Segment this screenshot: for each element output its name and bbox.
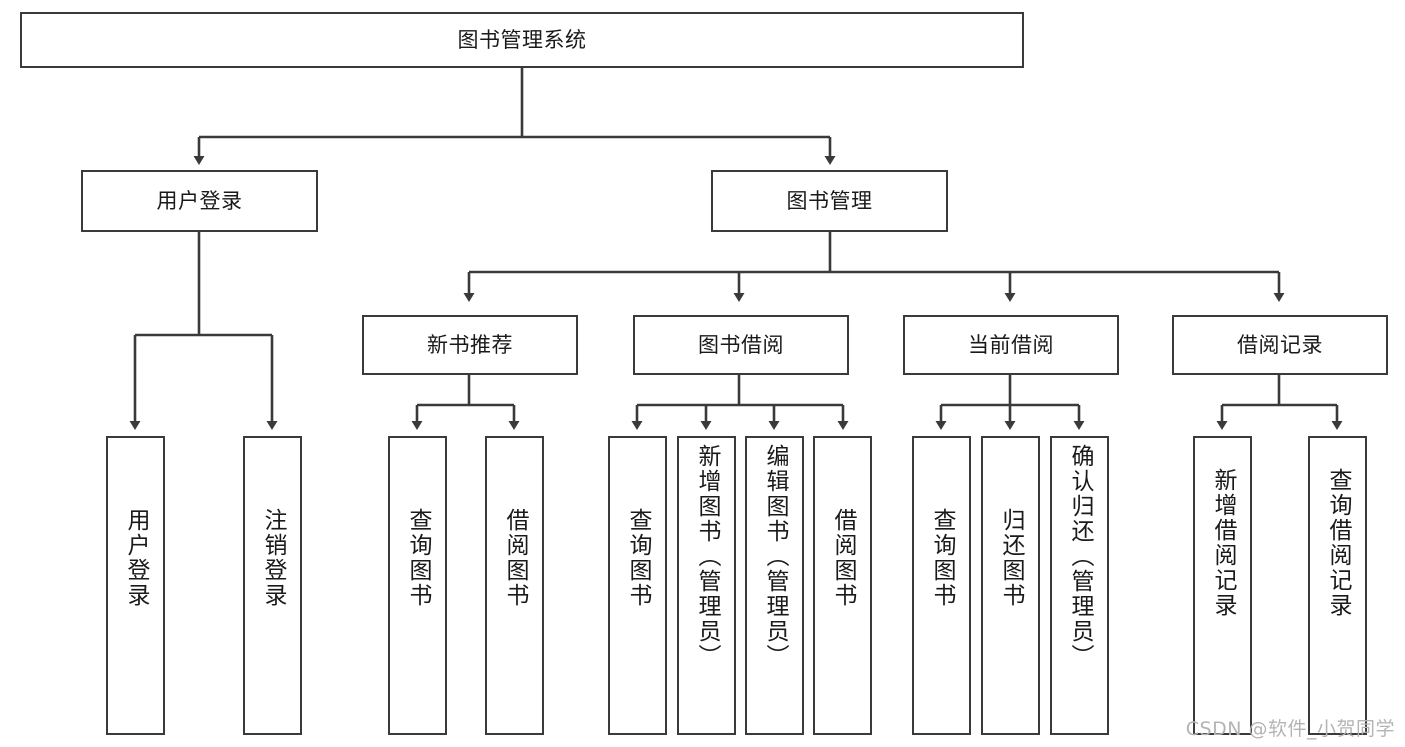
node-current-borrow-label: 当前借阅 — [968, 332, 1054, 357]
node-leaf-query-book-1-label: 查询图书 — [405, 508, 431, 608]
csdn-watermark: CSDN @软件_小贺同学 — [1185, 718, 1395, 740]
node-book-borrow[interactable]: 图书借阅 — [633, 315, 849, 375]
node-user-login[interactable]: 用户登录 — [81, 170, 318, 232]
node-root[interactable]: 图书管理系统 — [20, 12, 1024, 68]
node-leaf-query-book-2[interactable]: 查询图书 — [608, 436, 667, 735]
node-leaf-add-book-label: 新增图书（管理员） — [694, 444, 720, 669]
node-leaf-confirm-return-label: 确认归还（管理员） — [1067, 444, 1093, 669]
node-new-book-recommend[interactable]: 新书推荐 — [362, 315, 578, 375]
node-leaf-borrow-book-1-label: 借阅图书 — [502, 508, 528, 608]
node-book-borrow-label: 图书借阅 — [698, 332, 784, 357]
node-leaf-query-book-1[interactable]: 查询图书 — [388, 436, 447, 735]
node-leaf-add-book[interactable]: 新增图书（管理员） — [677, 436, 736, 735]
node-leaf-query-record[interactable]: 查询借阅记录 — [1308, 436, 1367, 735]
node-leaf-query-book-2-label: 查询图书 — [625, 508, 651, 608]
node-leaf-query-record-label: 查询借阅记录 — [1325, 468, 1351, 618]
node-book-manage-label: 图书管理 — [786, 188, 873, 213]
node-leaf-add-record[interactable]: 新增借阅记录 — [1193, 436, 1252, 735]
node-leaf-user-login[interactable]: 用户登录 — [106, 436, 165, 735]
node-leaf-add-record-label: 新增借阅记录 — [1210, 468, 1236, 618]
node-leaf-query-book-3-label: 查询图书 — [929, 508, 955, 608]
node-root-label: 图书管理系统 — [457, 27, 587, 52]
node-leaf-return-book-label: 归还图书 — [998, 508, 1024, 608]
node-leaf-borrow-book-1[interactable]: 借阅图书 — [485, 436, 544, 735]
node-leaf-borrow-book-2-label: 借阅图书 — [830, 508, 856, 608]
node-leaf-borrow-book-2[interactable]: 借阅图书 — [813, 436, 872, 735]
node-user-login-label: 用户登录 — [156, 188, 243, 213]
node-leaf-logout[interactable]: 注销登录 — [243, 436, 302, 735]
node-leaf-user-login-label: 用户登录 — [123, 508, 149, 608]
node-leaf-edit-book-label: 编辑图书（管理员） — [762, 444, 788, 669]
node-leaf-confirm-return[interactable]: 确认归还（管理员） — [1050, 436, 1109, 735]
node-borrow-record[interactable]: 借阅记录 — [1172, 315, 1388, 375]
node-leaf-return-book[interactable]: 归还图书 — [981, 436, 1040, 735]
node-new-book-recommend-label: 新书推荐 — [427, 332, 513, 357]
node-borrow-record-label: 借阅记录 — [1237, 332, 1323, 357]
node-leaf-edit-book[interactable]: 编辑图书（管理员） — [745, 436, 804, 735]
node-current-borrow[interactable]: 当前借阅 — [903, 315, 1119, 375]
node-book-manage[interactable]: 图书管理 — [711, 170, 948, 232]
node-leaf-logout-label: 注销登录 — [260, 508, 286, 608]
node-leaf-query-book-3[interactable]: 查询图书 — [912, 436, 971, 735]
